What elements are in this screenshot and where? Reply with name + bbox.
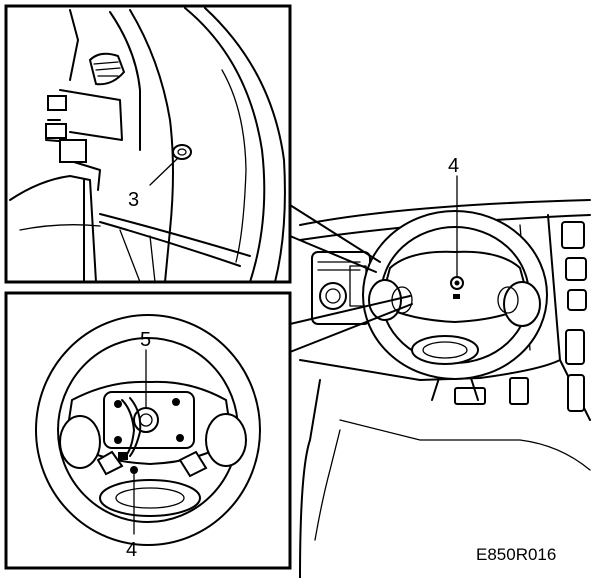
inset-bottom-steering-wheel: 5 4 [4,291,292,570]
dashboard-view: 4 [299,155,591,578]
projection-lines-bottom [289,295,413,353]
figure-code: E850R016 [476,545,556,564]
inset-top-steering-column: 3 [4,4,292,284]
callout-inset-bottom-4: 4 [126,539,137,561]
projection-lines-top [289,204,381,273]
callout-main-4: 4 [448,155,459,177]
callout-inset-bottom-5: 5 [140,329,151,351]
callout-inset-top-3: 3 [128,189,139,211]
